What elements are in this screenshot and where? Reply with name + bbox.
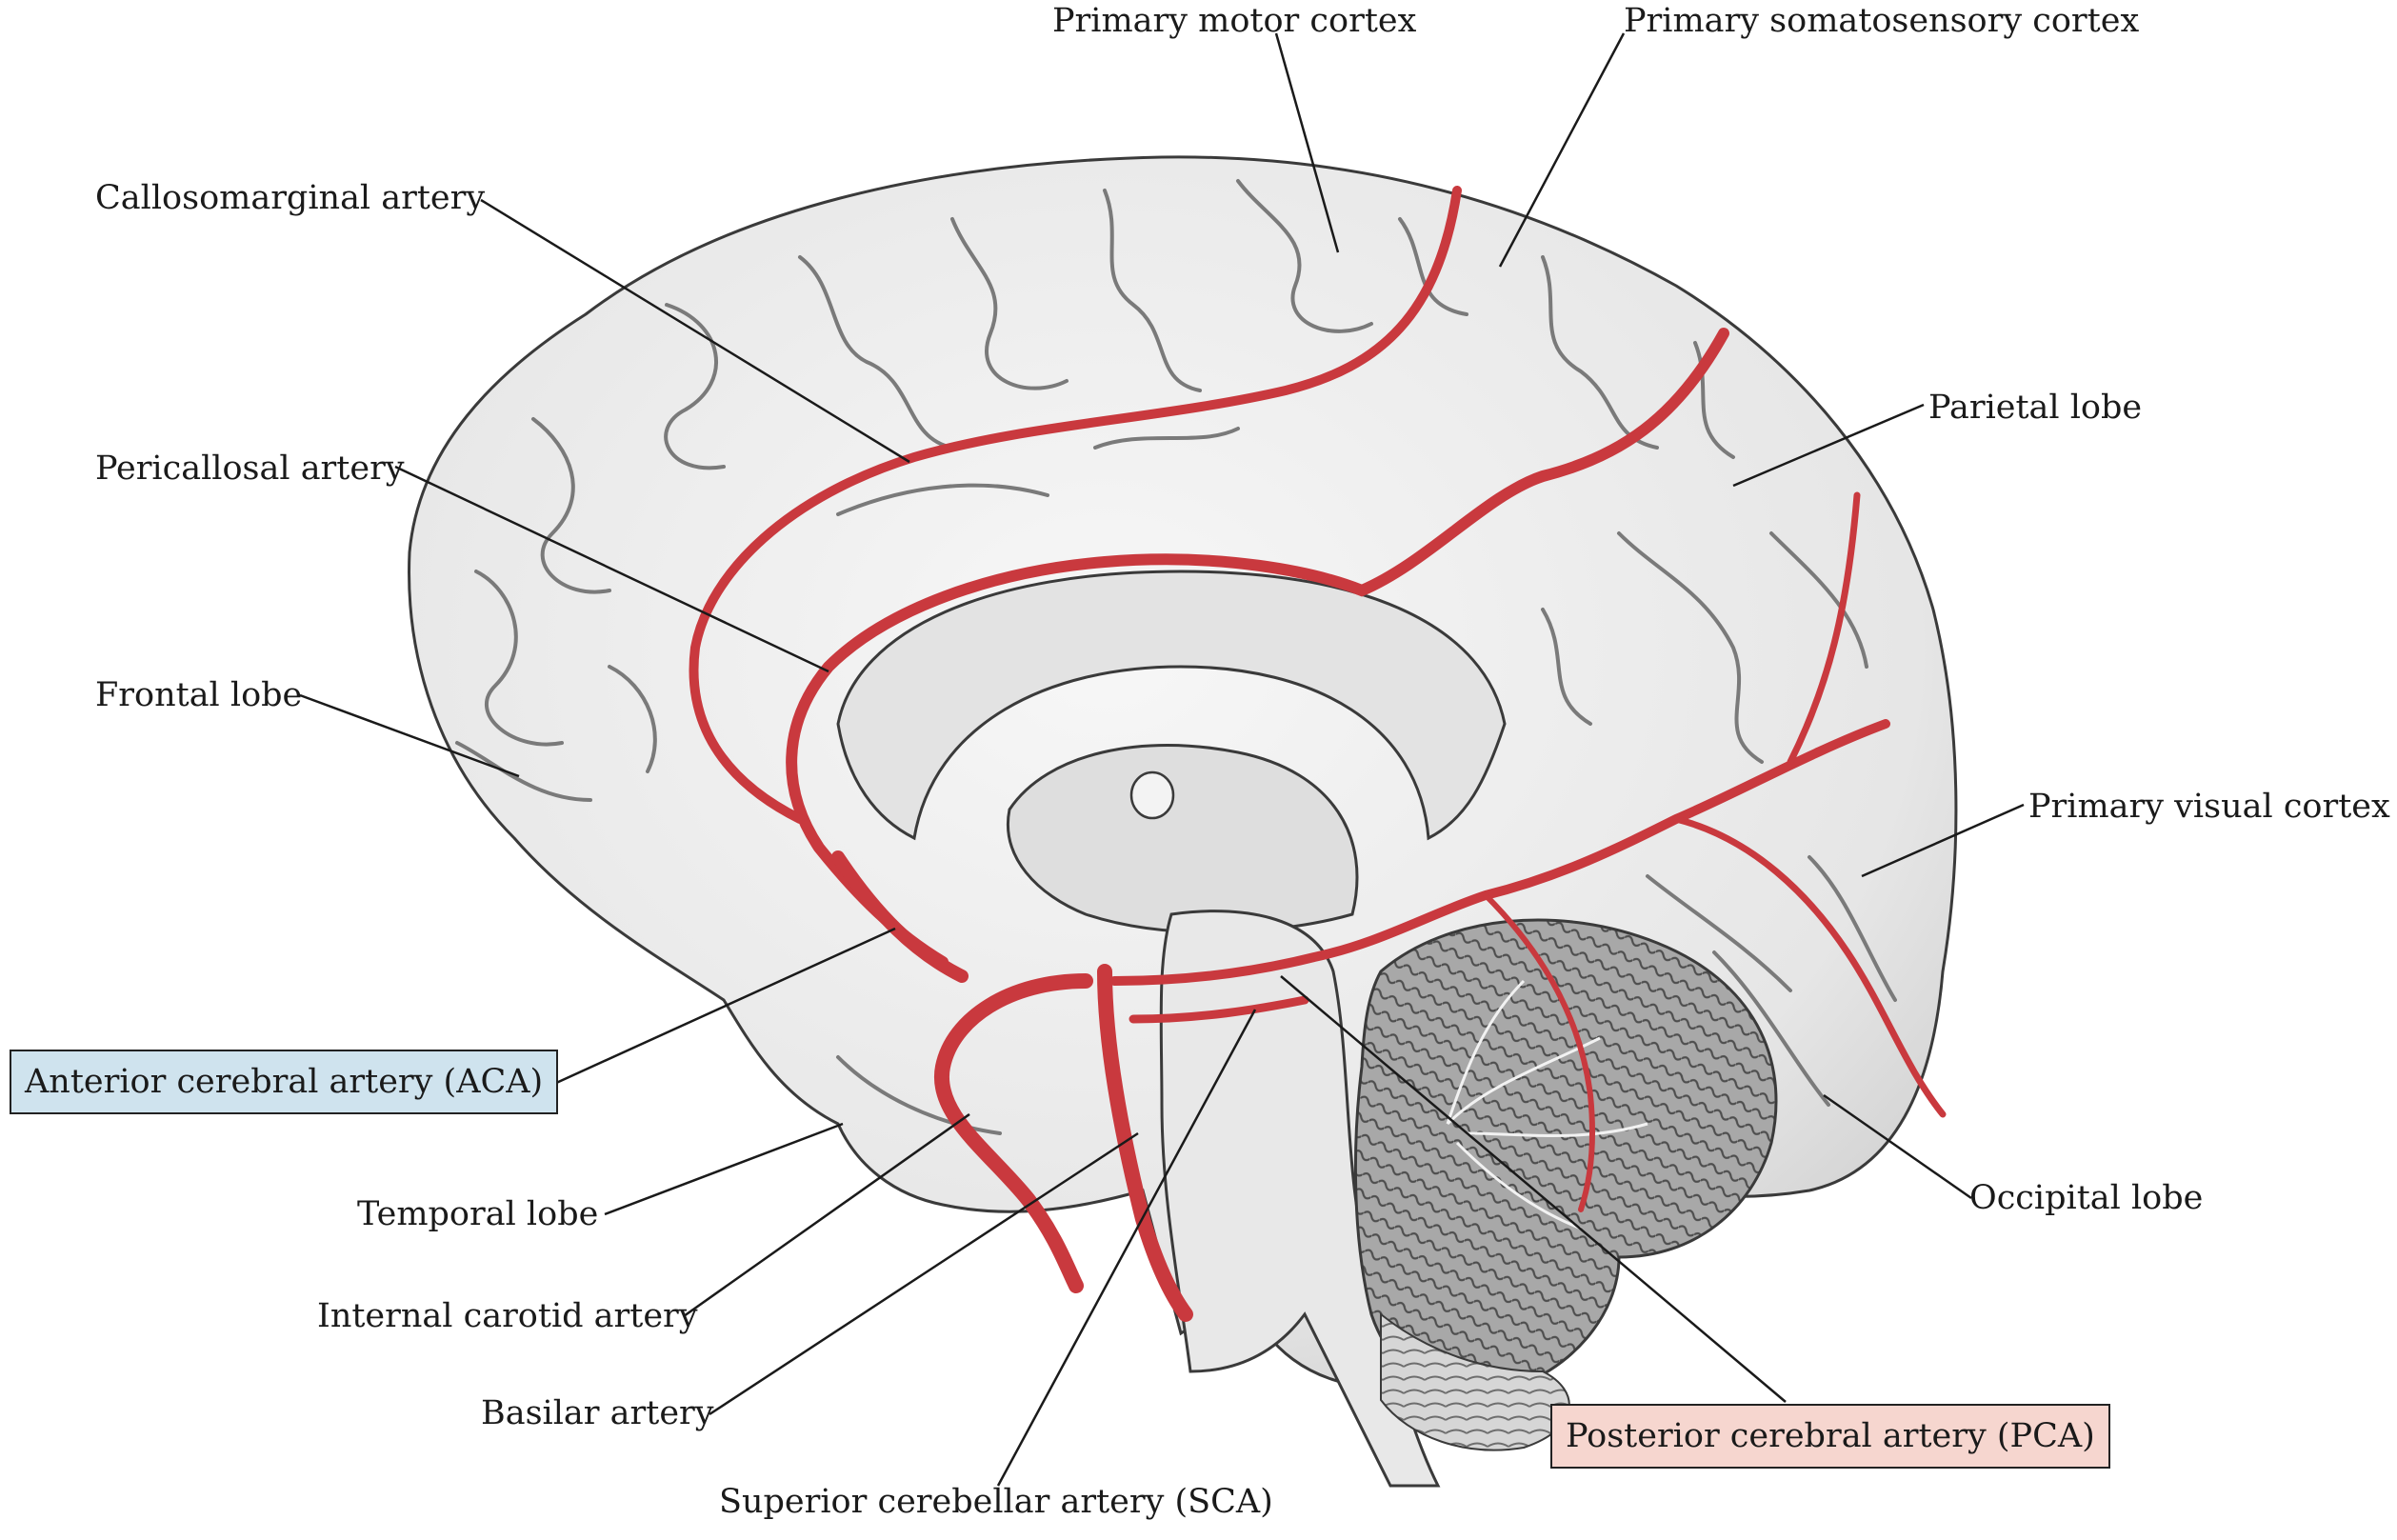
label-primary-visual-cortex: Primary visual cortex [2028, 788, 2390, 826]
label-primary-somatosensory-cortex: Primary somatosensory cortex [1624, 2, 2140, 40]
label-posterior-cerebral-artery: Posterior cerebral artery (PCA) [1550, 1404, 2110, 1469]
corpus-callosum [836, 570, 1507, 841]
thalamus [1007, 744, 1359, 934]
anterior-cerebral-artery-trunk [831, 850, 969, 983]
label-primary-motor-cortex: Primary motor cortex [1052, 2, 1417, 40]
arteries [689, 186, 1947, 1322]
label-frontal-lobe: Frontal lobe [95, 676, 303, 714]
label-superior-cerebellar-artery: Superior cerebellar artery (SCA) [719, 1483, 1273, 1521]
label-pericallosal-artery: Pericallosal artery [95, 450, 405, 488]
label-internal-carotid-artery: Internal carotid artery [317, 1297, 698, 1335]
superior-cerebellar-artery [1129, 995, 1309, 1024]
cerebellar-branch-artery [1483, 892, 1595, 1212]
label-temporal-lobe: Temporal lobe [357, 1195, 599, 1233]
basilar-artery [1097, 964, 1193, 1322]
label-callosomarginal-artery: Callosomarginal artery [95, 179, 486, 217]
internal-carotid-artery [933, 973, 1093, 1293]
pericallosal-artery [786, 328, 1729, 968]
sulci-lines [455, 179, 1897, 1135]
label-basilar-artery: Basilar artery [481, 1394, 714, 1432]
callosomarginal-artery [689, 186, 1462, 824]
calcarine-artery [1672, 815, 1947, 1118]
interthalamic-adhesion [1129, 770, 1175, 820]
parieto-occipital-artery [1787, 491, 1861, 766]
label-occipital-lobe: Occipital lobe [1969, 1179, 2204, 1217]
cerebellum [1353, 918, 1778, 1395]
leader-lines [299, 32, 2025, 1487]
label-anterior-cerebral-artery: Anterior cerebral artery (ACA) [10, 1050, 559, 1114]
label-parietal-lobe: Parietal lobe [1928, 389, 2143, 427]
